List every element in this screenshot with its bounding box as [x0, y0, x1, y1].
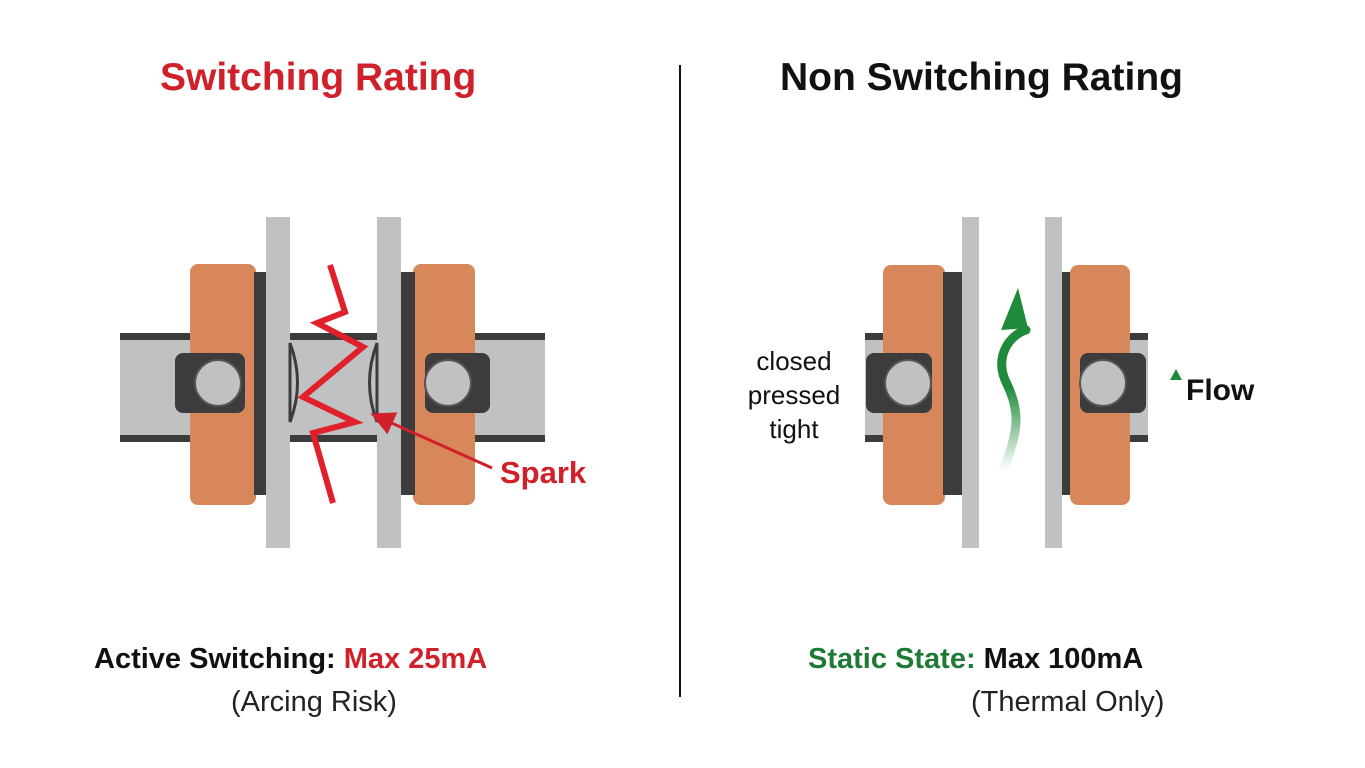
- switching-note: (Arcing Risk): [231, 686, 397, 718]
- closed-pressed-tight-label: closed pressed tight: [735, 344, 853, 446]
- flow-arrowhead-icon: [1001, 288, 1028, 330]
- non-switching-caption: Static State: Max 100mA: [808, 643, 1143, 676]
- contact-plate-left: [266, 217, 290, 548]
- label-line: tight: [769, 414, 819, 444]
- spark-label: Spark: [500, 455, 587, 490]
- contact-plate-right: [1045, 217, 1062, 548]
- contact-bump-left: [288, 342, 299, 423]
- caption-prefix: Static State:: [808, 643, 976, 675]
- switching-rating-title: Switching Rating: [160, 56, 477, 99]
- label-line: pressed: [747, 380, 841, 410]
- current-flow-arrow: [997, 325, 1031, 475]
- caption-value: Max 25mA: [343, 643, 488, 675]
- caption-prefix: Active Switching:: [94, 643, 336, 675]
- switching-caption: Active Switching: Max 25mA: [94, 643, 487, 676]
- contact-plate-right: [377, 217, 401, 548]
- flow-label: Flow: [1186, 374, 1255, 407]
- non-switching-note: (Thermal Only): [971, 686, 1165, 718]
- non-switching-contact-assembly: [865, 217, 1182, 548]
- label-line: closed: [756, 346, 832, 376]
- rivet-left: [194, 359, 242, 407]
- spark-icon: [297, 264, 369, 504]
- non-switching-rating-title: Non Switching Rating: [780, 56, 1183, 99]
- rivet-right: [1079, 359, 1127, 407]
- caption-value: Max 100mA: [983, 643, 1144, 675]
- rivet-left: [884, 359, 932, 407]
- contact-plate-left: [962, 217, 979, 548]
- switching-contact-assembly: [120, 217, 545, 548]
- spark-pointer-arrow: [370, 412, 493, 470]
- rivet-right: [424, 359, 472, 407]
